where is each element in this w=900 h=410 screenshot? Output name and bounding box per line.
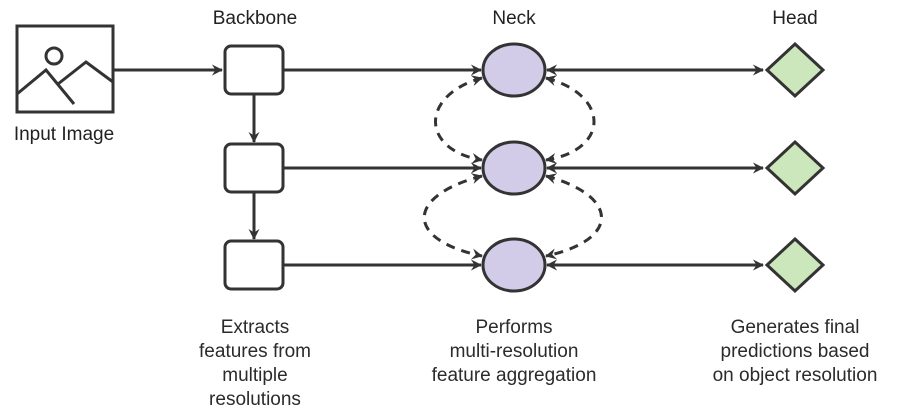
backbone-desc-line-4: resolutions: [209, 389, 301, 410]
neck-node-1: [481, 42, 547, 98]
backbone-description: Extracts features from multiple resoluti…: [199, 317, 311, 410]
neck-node-2: [481, 140, 547, 196]
backbone-header: Backbone: [213, 8, 298, 29]
backbone-block-3: [223, 239, 285, 291]
image-icon: [15, 24, 115, 114]
neck-desc-line-2: multi-resolution: [450, 341, 579, 362]
backbone-desc-line-2: features from: [199, 341, 311, 362]
backbone-desc-line-1: Extracts: [221, 317, 290, 338]
head-desc-line-3: on object resolution: [713, 365, 878, 386]
head-node-2: [764, 139, 826, 197]
neck-node-3: [481, 237, 547, 293]
neck-desc-line-3: feature aggregation: [432, 365, 597, 386]
head-node-3: [764, 236, 826, 294]
input-image-label: Input Image: [14, 124, 114, 145]
head-description: Generates final predictions based on obj…: [713, 317, 878, 386]
backbone-block-2: [223, 142, 285, 194]
neck-description: Performs multi-resolution feature aggreg…: [432, 317, 597, 386]
neck-aggregation-paths: [423, 75, 603, 260]
neck-header: Neck: [492, 8, 536, 29]
head-desc-line-1: Generates final: [731, 317, 860, 338]
neck-desc-line-1: Performs: [475, 317, 552, 338]
head-desc-line-2: predictions based: [721, 341, 870, 362]
head-node-1: [764, 41, 826, 99]
backbone-block-1: [223, 44, 285, 96]
backbone-desc-line-3: multiple: [222, 365, 287, 386]
head-header: Head: [772, 8, 817, 29]
